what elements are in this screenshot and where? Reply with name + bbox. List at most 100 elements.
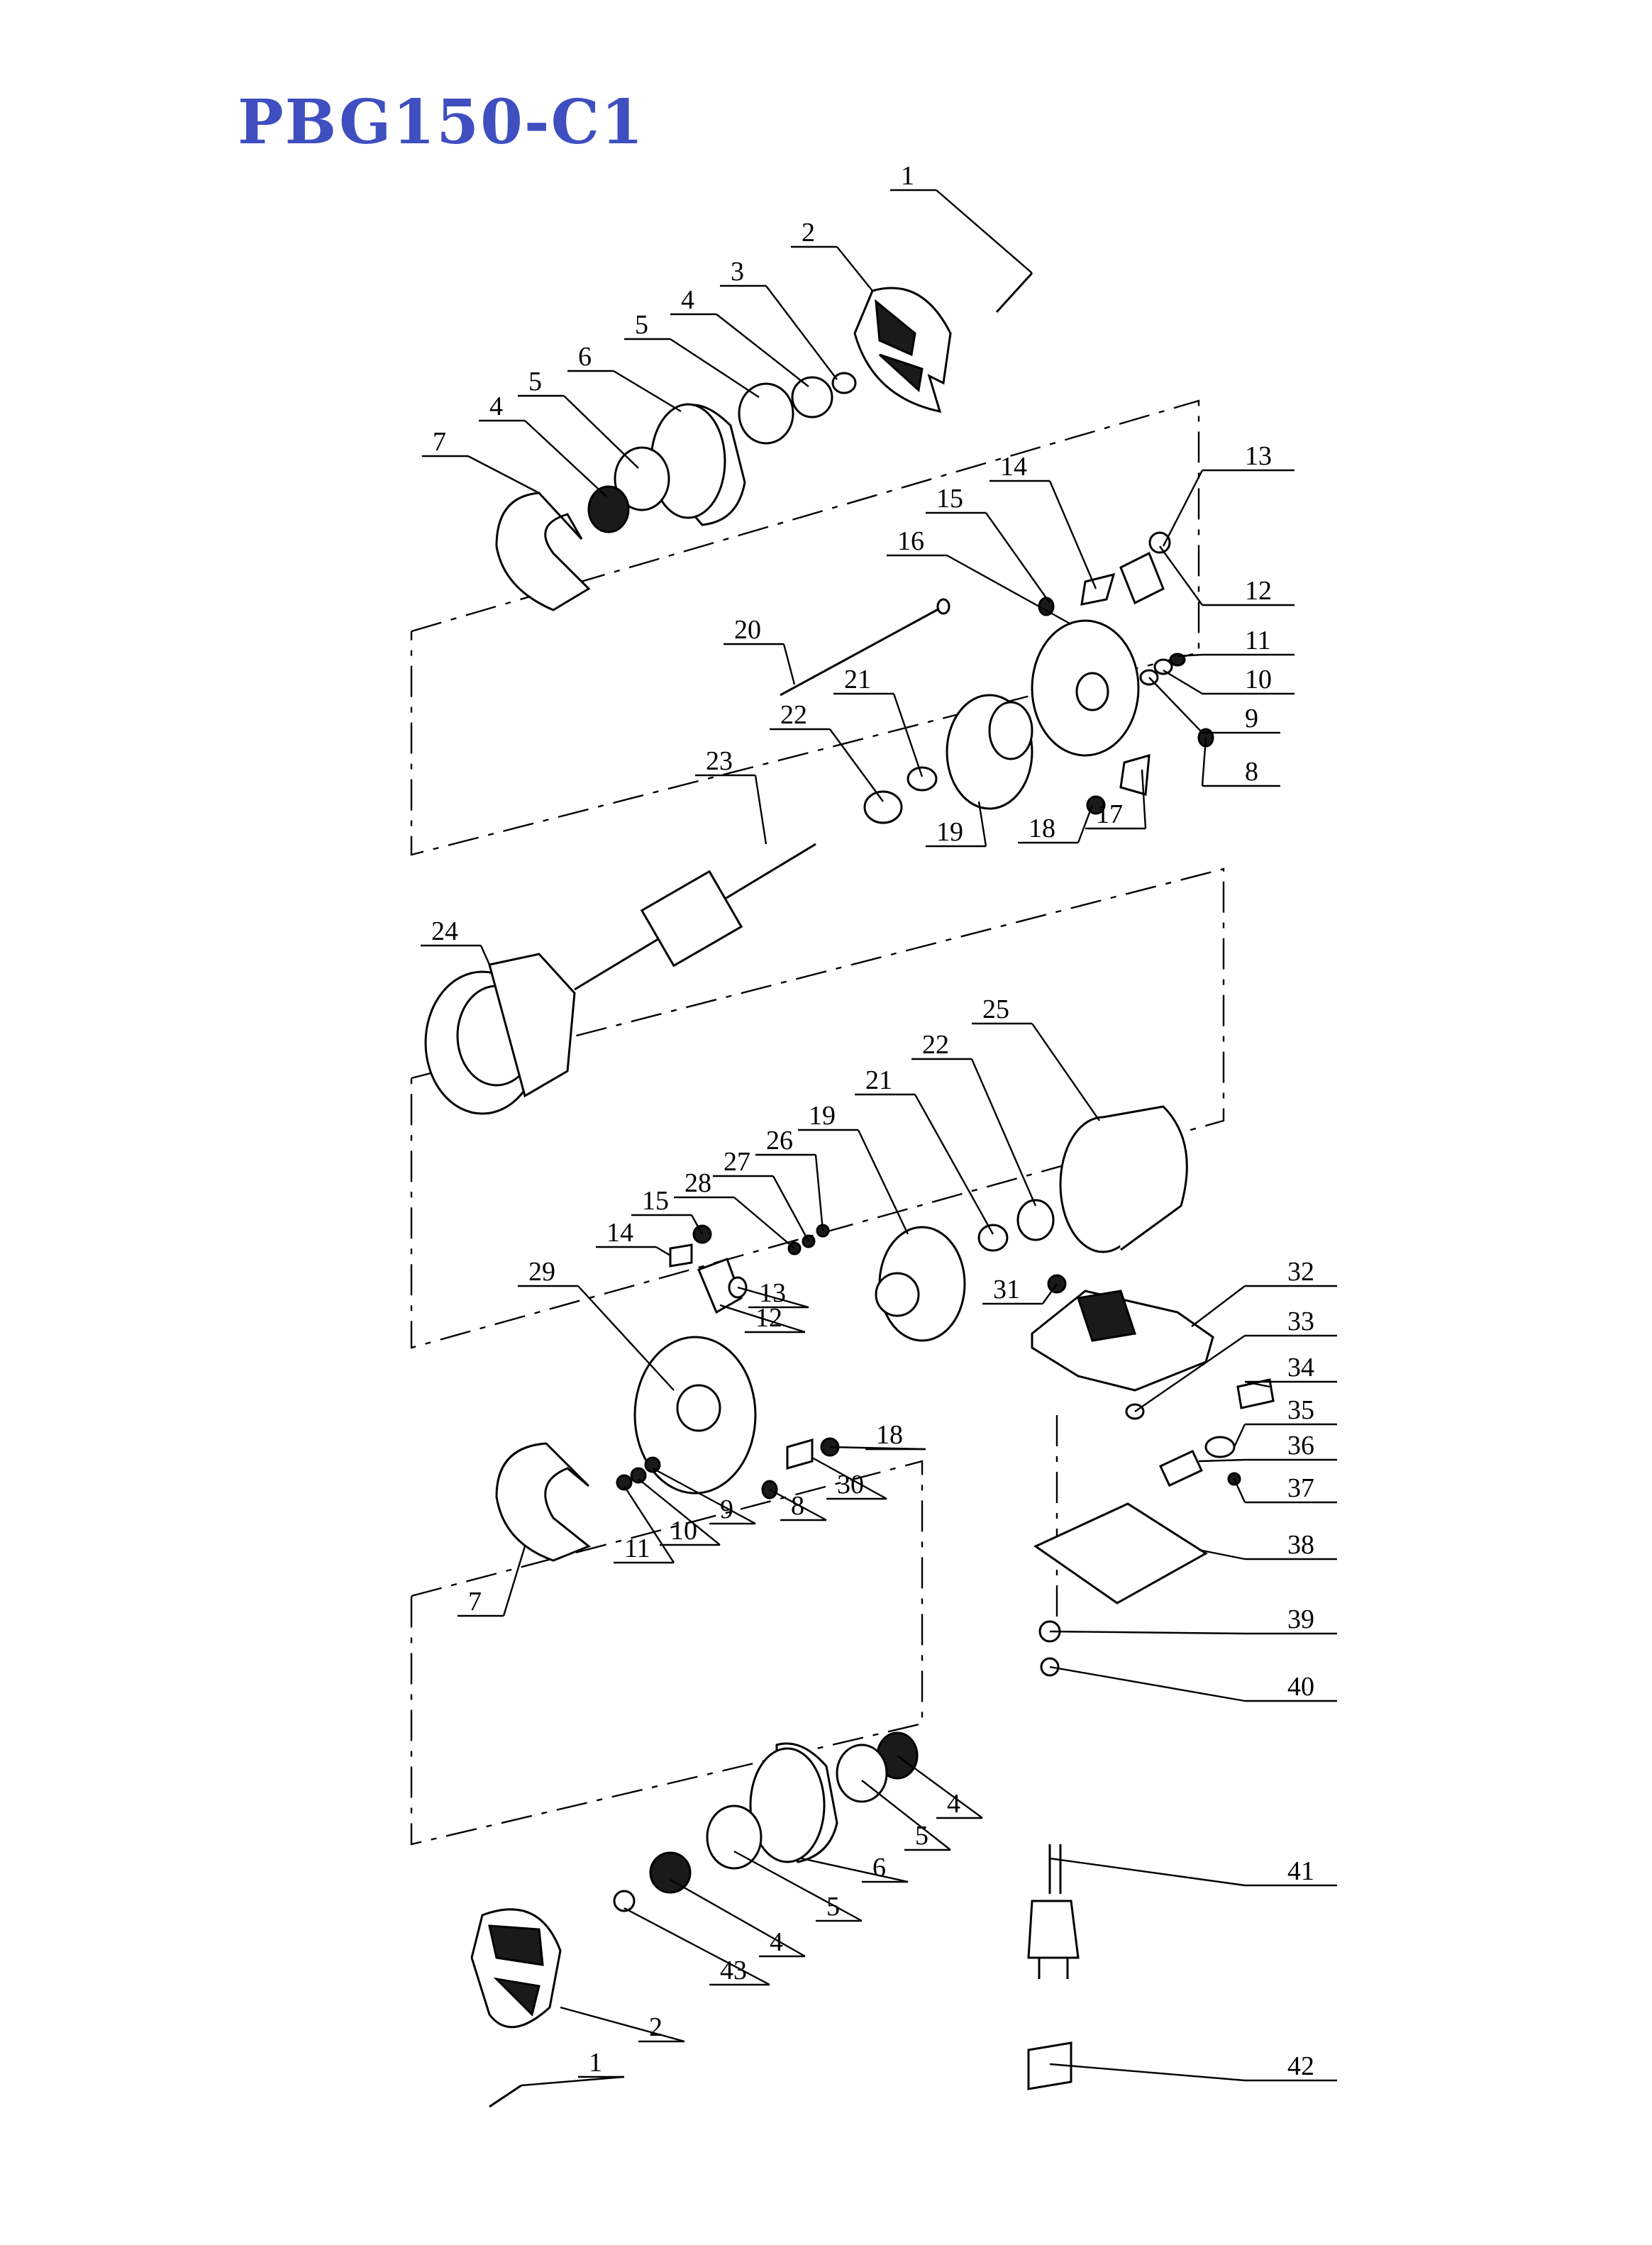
callout-label: 26 — [766, 1126, 793, 1155]
stator-housing — [424, 953, 576, 1115]
callout-label: 10 — [670, 1516, 697, 1546]
bracket-14 — [669, 1243, 693, 1268]
callout-36: 36 — [1198, 1431, 1337, 1463]
callout-leader-line — [970, 1058, 1037, 1207]
callout-19: 19 — [926, 801, 987, 848]
callout-label: 34 — [1287, 1353, 1314, 1382]
callout-26: 26 — [755, 1126, 824, 1231]
callout-leader-line — [1177, 653, 1203, 658]
callout-leader-line — [897, 1755, 983, 1819]
callout-27: 27 — [713, 1147, 810, 1242]
base-plate — [1033, 1502, 1208, 1604]
callout-2: 2 — [791, 218, 873, 292]
callout-18: 18 — [1018, 804, 1094, 844]
callout-16: 16 — [887, 526, 1072, 626]
callout-label: 22 — [780, 700, 807, 730]
callout-18: 18 — [829, 1420, 926, 1451]
callout-leader-line — [1042, 1283, 1058, 1304]
callout-label: 11 — [624, 1534, 650, 1563]
callout-label: 40 — [1287, 1672, 1314, 1702]
callout-21: 21 — [833, 665, 924, 777]
callout-leader-line — [892, 693, 924, 777]
callout-19: 19 — [798, 1101, 909, 1235]
callout-leader-line — [560, 2006, 685, 2043]
callout-leader-line — [1049, 1665, 1246, 1702]
callout-label: 14 — [1000, 452, 1027, 482]
callout-leader-line — [670, 338, 760, 399]
bracket — [1119, 753, 1151, 796]
tool-rest — [1080, 572, 1116, 606]
callout-label: 38 — [1287, 1530, 1314, 1560]
callout-3: 3 — [720, 257, 838, 380]
callout-leader-line — [1048, 480, 1097, 589]
paper-washer — [738, 382, 794, 445]
callout-42: 42 — [1049, 2051, 1337, 2082]
callout-leader-line — [772, 1175, 810, 1242]
callout-37: 37 — [1233, 1473, 1337, 1504]
callout-43: 43 — [623, 1907, 770, 1986]
guard-band-lower — [495, 1442, 591, 1562]
callout-leader-line — [563, 395, 639, 469]
callout-leader-line — [733, 1197, 795, 1249]
callout-leader-line — [829, 1446, 926, 1451]
callout-20: 20 — [724, 615, 796, 685]
callout-leader-line — [623, 1907, 770, 1986]
callout-12: 12 — [1159, 545, 1295, 606]
callout-12: 12 — [719, 1303, 806, 1334]
callout-label: 8 — [791, 1491, 804, 1521]
callout-leader-line — [1191, 1285, 1246, 1327]
callout-label: 18 — [876, 1420, 903, 1450]
callout-21: 21 — [855, 1065, 994, 1235]
callout-label: 7 — [468, 1587, 482, 1617]
callout-label: 5 — [826, 1892, 840, 1922]
callout-leader-line — [829, 728, 884, 802]
tie-rod — [780, 598, 950, 697]
callout-label: 19 — [809, 1101, 836, 1131]
outer-flange — [791, 376, 833, 418]
callout-7: 7 — [422, 427, 540, 494]
section-outline-middle — [410, 867, 1225, 1349]
callout-31: 31 — [982, 1275, 1058, 1305]
callout-leader-line — [613, 370, 682, 413]
callout-label: 10 — [1245, 665, 1272, 694]
washer-9 — [644, 1456, 661, 1473]
callout-label: 11 — [1245, 626, 1271, 655]
callout-leader-line — [1244, 1380, 1270, 1388]
page-title: PBG150-C1 — [238, 87, 645, 158]
inner-paper-washer — [614, 446, 670, 511]
bearing — [863, 790, 903, 824]
callout-leader-line — [690, 1214, 704, 1235]
eye-shield-bracket-13 — [697, 1258, 743, 1314]
callout-leader-line — [811, 1456, 887, 1500]
callout-23: 23 — [695, 746, 767, 845]
callout-label: 21 — [844, 665, 871, 694]
callout-35: 35 — [1233, 1395, 1337, 1448]
capacitor — [1159, 1449, 1203, 1487]
callout-leader-line — [836, 246, 873, 292]
section-outline-upper — [410, 399, 1200, 856]
eye-shield-knob — [1148, 531, 1171, 554]
callout-2: 2 — [560, 2006, 685, 2043]
callout-leader-line — [719, 1304, 806, 1334]
callout-leader-line — [765, 285, 838, 380]
callout-leader-line — [985, 512, 1050, 604]
rotor-shaft — [574, 843, 816, 991]
callout-39: 39 — [1049, 1604, 1337, 1635]
callout-label: 25 — [982, 994, 1009, 1024]
callout-label: 27 — [724, 1147, 750, 1177]
callout-label: 20 — [734, 615, 761, 645]
wave-washer — [907, 766, 938, 792]
power-cord-plug — [1027, 1844, 1080, 1979]
wave-washer-2 — [977, 1224, 1009, 1252]
callout-label: 32 — [1287, 1257, 1314, 1287]
callout-leader-line — [1198, 1548, 1246, 1561]
callout-leader-line — [1201, 737, 1207, 787]
callout-label: 4 — [770, 1927, 783, 1957]
bearing-2 — [1016, 1199, 1055, 1241]
callout-label: 12 — [1245, 576, 1272, 606]
washer-10 — [630, 1467, 647, 1484]
callout-label: 5 — [635, 310, 648, 340]
callout-label: 6 — [872, 1853, 886, 1883]
callout-label: 22 — [922, 1030, 949, 1060]
callout-label: 4 — [489, 392, 503, 421]
